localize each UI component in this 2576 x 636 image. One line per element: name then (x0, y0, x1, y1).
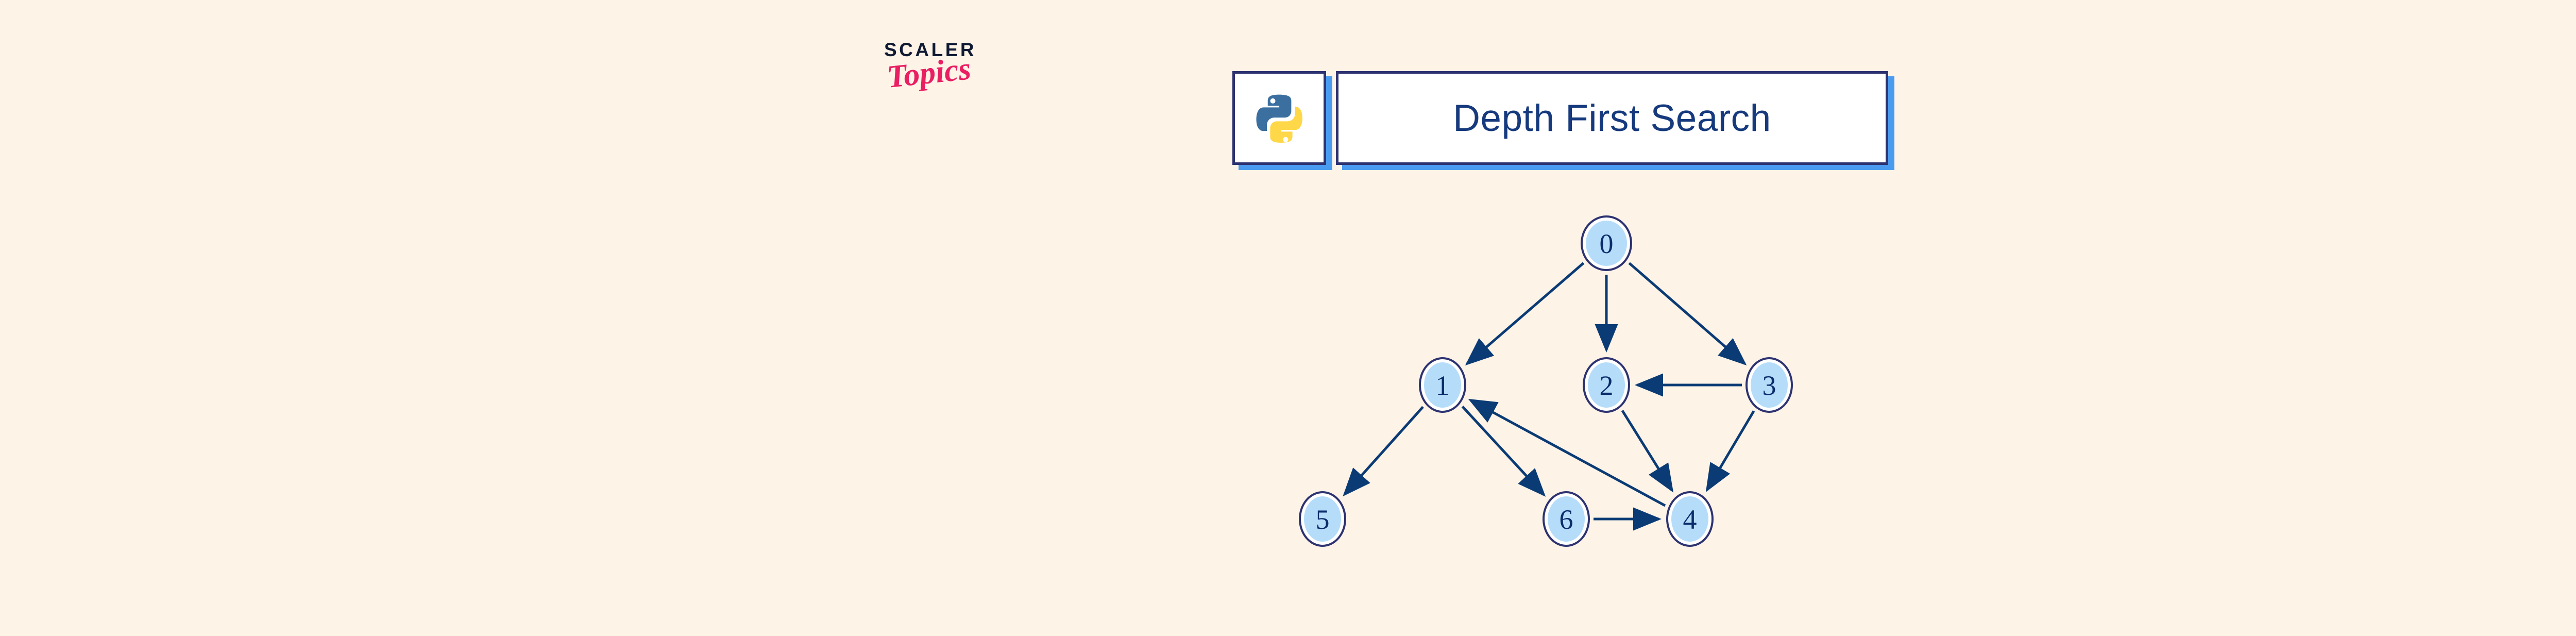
graph-node-5[interactable]: 5 (1299, 491, 1346, 547)
graph-edge-4-to-1 (1468, 398, 1666, 507)
python-logo-icon (1256, 94, 1302, 143)
graph-edges (1343, 262, 1755, 531)
node-fill (1424, 362, 1461, 408)
graph-node-3[interactable]: 3 (1745, 357, 1793, 413)
node-label-1: 1 (1436, 370, 1450, 401)
graph-node-4[interactable]: 4 (1666, 491, 1714, 547)
node-label-2: 2 (1600, 370, 1614, 401)
node-label-6: 6 (1560, 504, 1573, 535)
node-fill (1751, 362, 1788, 408)
node-label-0: 0 (1600, 228, 1614, 259)
graph-node-0[interactable]: 0 (1581, 215, 1632, 271)
graph-edge-2-to-4 (1621, 410, 1674, 493)
graph-node-6[interactable]: 6 (1543, 491, 1590, 547)
graph-edge-1-to-5 (1343, 406, 1424, 497)
graph-edge-3-to-4 (1705, 410, 1755, 492)
graph-edge-1-to-6 (1461, 406, 1546, 497)
node-fill (1671, 496, 1708, 542)
node-fill (1586, 221, 1627, 266)
title-card (1336, 71, 1888, 165)
graph-edge-0-to-1 (1465, 262, 1585, 366)
node-fill (1304, 496, 1341, 542)
graph-node-1[interactable]: 1 (1419, 357, 1466, 413)
node-fill (1588, 362, 1625, 408)
graph-node-2[interactable]: 2 (1583, 357, 1630, 413)
node-label-3: 3 (1762, 370, 1776, 401)
graph-nodes: 0 1 2 3 5 6 4 (1299, 215, 1793, 547)
node-fill (1548, 496, 1585, 542)
page-title: Depth First Search (1453, 97, 1771, 139)
brand-wordmark: SCALER (884, 39, 977, 60)
node-label-4: 4 (1683, 504, 1697, 535)
python-icon-tile (1232, 71, 1326, 165)
node-label-5: 5 (1316, 504, 1330, 535)
scaler-topics-logo: SCALER Topics (884, 40, 1049, 128)
graph-edge-0-to-3 (1628, 262, 1747, 365)
